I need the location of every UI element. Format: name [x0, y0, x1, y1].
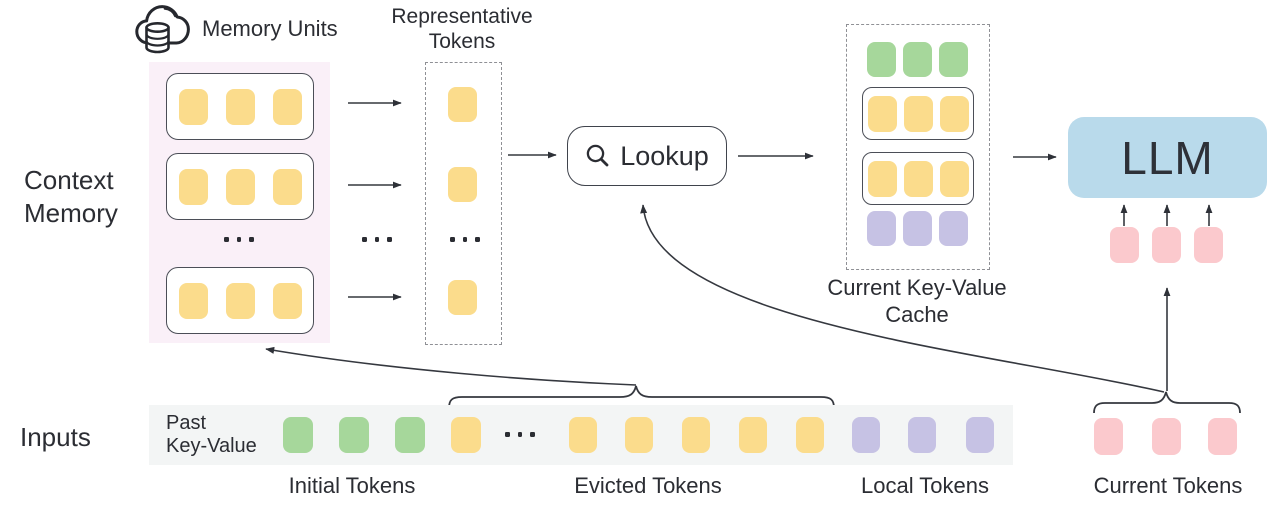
dot — [505, 432, 510, 437]
current-kv-cache-line1: Current Key-Value — [827, 275, 1007, 300]
current-token — [1152, 418, 1181, 455]
past-key-value-label: Past Key-Value — [166, 412, 257, 458]
evicted-token — [682, 417, 710, 453]
memory-token — [178, 88, 208, 125]
initial-token — [395, 417, 425, 453]
cache-token-yellow — [903, 95, 933, 132]
evicted-ellipsis — [505, 432, 535, 437]
evicted-token — [739, 417, 767, 453]
current-kv-cache-label: Current Key-Value Cache — [817, 274, 1017, 328]
current-kv-cache-box — [846, 24, 990, 270]
dot — [517, 432, 522, 437]
current-token — [1094, 418, 1123, 455]
cache-token-yellow — [939, 160, 969, 197]
dot — [249, 237, 254, 242]
cache-token-yellow — [903, 160, 933, 197]
past-key-value-line2: Key-Value — [166, 435, 257, 457]
llm-input-token — [1152, 227, 1181, 263]
cache-token-green — [903, 42, 932, 77]
local-token — [966, 417, 994, 453]
memory-unit-3 — [166, 267, 314, 334]
dot — [450, 237, 455, 242]
current-tokens-label: Current Tokens — [1093, 473, 1243, 498]
memory-token — [178, 168, 208, 205]
dot — [530, 432, 535, 437]
llm-box: LLM — [1068, 117, 1267, 198]
cache-local-row — [867, 211, 968, 246]
cache-initial-row — [867, 42, 968, 77]
evicted-token — [569, 417, 597, 453]
memory-token — [225, 88, 255, 125]
memory-unit-1 — [166, 73, 314, 140]
local-token — [852, 417, 880, 453]
llm-input-token — [1194, 227, 1223, 263]
search-icon — [586, 144, 609, 167]
cache-token-purple — [939, 211, 968, 246]
brace-current-tokens — [1093, 391, 1241, 414]
context-memory-line2: Memory — [24, 198, 118, 228]
memory-token — [225, 168, 255, 205]
curve-evicted-to-context-memory — [265, 346, 637, 386]
representative-token — [448, 87, 477, 122]
dot — [475, 237, 480, 242]
cache-token-purple — [903, 211, 932, 246]
representative-ellipsis — [450, 237, 480, 242]
cache-token-purple — [867, 211, 896, 246]
memory-token — [272, 282, 302, 319]
representative-tokens-box — [425, 62, 502, 345]
initial-token — [339, 417, 369, 453]
past-key-value-line1: Past — [166, 412, 207, 434]
initial-tokens-label: Initial Tokens — [288, 473, 416, 498]
dot — [374, 237, 379, 242]
context-memory-line1: Context — [24, 165, 114, 195]
memory-token — [272, 168, 302, 205]
representative-tokens-label: Representative Tokens — [352, 4, 572, 54]
memory-token — [272, 88, 302, 125]
evicted-token — [625, 417, 653, 453]
memory-token — [178, 282, 208, 319]
lookup-module: Lookup — [567, 126, 727, 186]
llm-input-token — [1110, 227, 1139, 263]
llm-label: LLM — [1121, 131, 1214, 184]
local-tokens-label: Local Tokens — [860, 473, 989, 498]
dot — [362, 237, 367, 242]
representative-tokens-line1: Representative — [391, 5, 533, 28]
dot — [387, 237, 392, 242]
representative-tokens-line2: Tokens — [428, 30, 496, 53]
memory-units-ellipsis — [224, 237, 254, 242]
initial-token — [283, 417, 313, 453]
dot — [224, 237, 229, 242]
cache-retrieved-unit-1 — [862, 87, 974, 140]
evicted-token — [451, 417, 481, 453]
cloud-database-icon — [135, 5, 190, 54]
evicted-token — [796, 417, 824, 453]
memory-unit-2 — [166, 153, 314, 220]
inputs-label: Inputs — [20, 422, 91, 452]
representative-token — [448, 167, 477, 202]
memory-token — [225, 282, 255, 319]
cache-retrieved-unit-2 — [862, 152, 974, 205]
current-kv-cache-line2: Cache — [885, 302, 949, 327]
cache-token-yellow — [867, 95, 897, 132]
cache-token-green — [939, 42, 968, 77]
lookup-label: Lookup — [620, 140, 709, 171]
context-memory-label: Context Memory — [24, 164, 118, 230]
local-token — [908, 417, 936, 453]
representative-token — [448, 280, 477, 315]
memory-units-label: Memory Units — [202, 16, 338, 41]
arrows-ellipsis — [362, 237, 392, 242]
cache-token-yellow — [939, 95, 969, 132]
dot — [236, 237, 241, 242]
cache-token-yellow — [867, 160, 897, 197]
evicted-tokens-label: Evicted Tokens — [574, 473, 722, 498]
cache-token-green — [867, 42, 896, 77]
current-token — [1208, 418, 1237, 455]
dot — [462, 237, 467, 242]
